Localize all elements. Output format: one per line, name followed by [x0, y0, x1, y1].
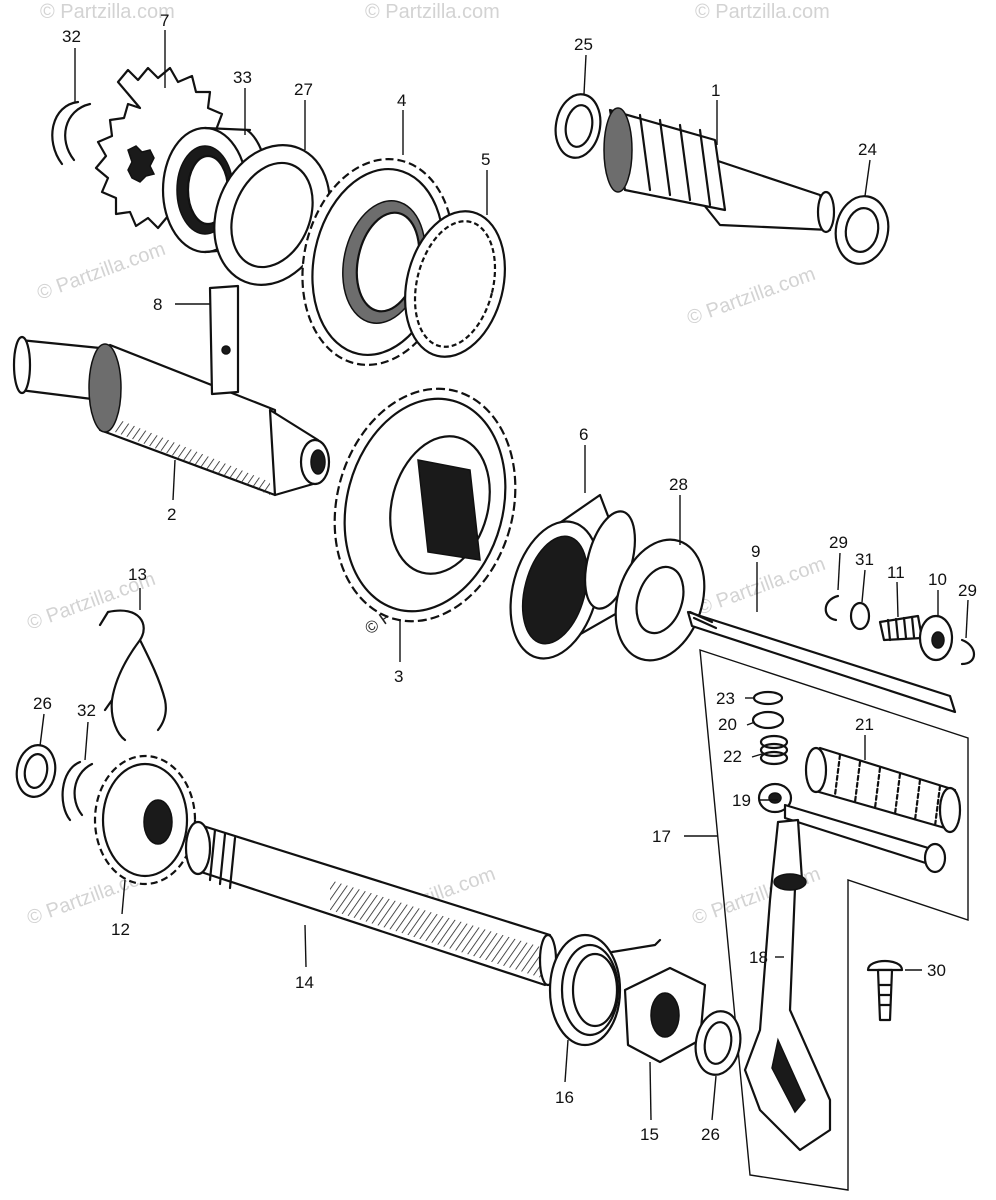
callout-26: 26 [33, 694, 52, 713]
watermark: © Partzilla.com [695, 1, 830, 23]
callout-32: 32 [62, 27, 81, 46]
callout-20: 20 [718, 715, 737, 734]
washer-part-20 [751, 710, 785, 730]
spring-part-16 [548, 933, 662, 1047]
leader-lines [39, 30, 969, 1121]
circlip-part-32 [61, 760, 94, 822]
callout-2: 2 [167, 505, 176, 524]
callout-32: 32 [77, 701, 96, 720]
watermark: © Partzilla.com [365, 1, 500, 23]
washer-part-24 [834, 195, 890, 265]
callout-23: 23 [716, 689, 735, 708]
callout-9: 9 [751, 542, 760, 561]
bracket-part-17 [699, 649, 969, 1191]
pin-part-8 [208, 284, 240, 396]
clip-part-29 [824, 594, 840, 622]
callout-15: 15 [640, 1125, 659, 1144]
callout-labels: 32 7 33 27 4 5 25 1 24 8 2 3 6 28 9 29 3… [33, 11, 977, 1144]
clip-part-29 [960, 638, 976, 666]
callout-25: 25 [574, 35, 593, 54]
washer-part-31 [849, 601, 871, 631]
watermark: © Partzilla.com [689, 863, 823, 930]
watermark: © Partzilla.com [684, 263, 818, 330]
ring-part-5 [404, 210, 506, 358]
watermark: © Partzilla.com [40, 1, 175, 23]
callout-19: 19 [732, 791, 751, 810]
callout-5: 5 [481, 150, 490, 169]
spring-clip-part-13 [98, 609, 167, 742]
callout-27: 27 [294, 80, 313, 99]
washer-part-28 [614, 538, 706, 662]
washer-part-25 [554, 93, 602, 159]
washer-part-26 [15, 744, 57, 798]
clip-part-23 [752, 690, 784, 706]
gear-part-12 [93, 754, 197, 886]
collar-part-6 [509, 493, 642, 660]
rubber-part-21 [804, 746, 962, 834]
callout-10: 10 [928, 570, 947, 589]
callout-31: 31 [855, 550, 874, 569]
bolt-part-30 [866, 959, 904, 1022]
callout-1: 1 [711, 81, 720, 100]
callout-3: 3 [394, 667, 403, 686]
nut-part-10 [918, 614, 954, 662]
callout-21: 21 [855, 715, 874, 734]
washer-part-27 [213, 144, 331, 286]
rod-part-9 [686, 610, 957, 714]
callout-12: 12 [111, 920, 130, 939]
callout-24: 24 [858, 140, 877, 159]
callout-13: 13 [128, 565, 147, 584]
washer-part-26 [694, 1010, 742, 1076]
shaft-part-1 [603, 107, 836, 234]
callout-6: 6 [579, 425, 588, 444]
callout-26: 26 [701, 1125, 720, 1144]
callout-33: 33 [233, 68, 252, 87]
watermark: © Partzilla.com [34, 238, 168, 305]
kick-arm-part-18 [743, 818, 832, 1152]
watermark: © Partzilla.com [694, 553, 828, 620]
gear-part-3 [333, 387, 517, 623]
shaft-part-14 [184, 820, 558, 987]
ratchet-part-15 [623, 966, 707, 1064]
callout-7: 7 [160, 11, 169, 30]
circlip-part-32 [51, 100, 92, 166]
callout-18: 18 [749, 948, 768, 967]
drum-part-2 [12, 335, 331, 497]
callout-22: 22 [723, 747, 742, 766]
bolt-part-11 [878, 614, 924, 642]
callout-30: 30 [927, 961, 946, 980]
callout-16: 16 [555, 1088, 574, 1107]
callout-28: 28 [669, 475, 688, 494]
callout-17: 17 [652, 827, 671, 846]
callout-14: 14 [295, 973, 314, 992]
callout-11: 11 [887, 563, 905, 582]
callout-29: 29 [829, 533, 848, 552]
callout-29: 29 [958, 581, 977, 600]
pivot-part-19 [757, 782, 947, 874]
spring-part-22 [759, 734, 789, 766]
callout-4: 4 [397, 91, 406, 110]
callout-8: 8 [153, 295, 162, 314]
